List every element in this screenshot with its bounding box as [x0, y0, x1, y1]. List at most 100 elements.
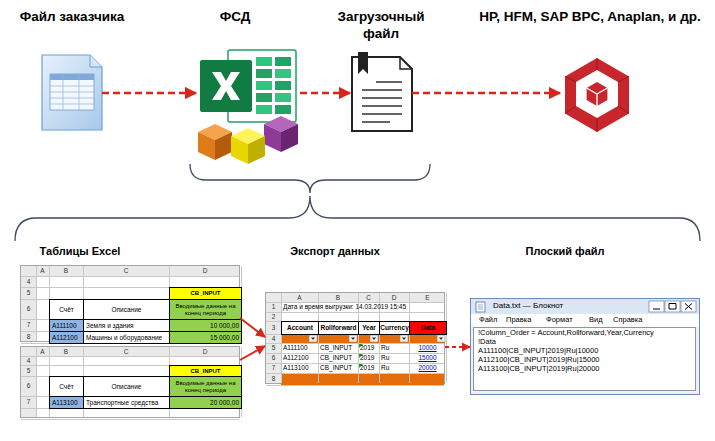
table-cell: A113100 — [281, 363, 318, 373]
flow-arrow — [102, 92, 196, 95]
icon-node: HP, HFM, SAP BPC, Anaplan, и др. — [560, 58, 635, 130]
menu-bar — [471, 314, 699, 327]
row-number: 7 — [21, 319, 36, 331]
section-label: Таблицы Excel — [10, 244, 150, 258]
section-label: Экспорт данных — [265, 244, 405, 258]
table-cell: CB_INPUT — [318, 353, 358, 363]
table-cell: 15 000,00 — [169, 331, 242, 344]
target-system-icon — [565, 58, 629, 132]
filter-button — [349, 335, 357, 342]
column-header-bar — [266, 293, 444, 302]
table-cell: Вводимые данные на конец периода — [169, 299, 242, 320]
window-title: Data.txt — Блокнот — [491, 300, 641, 313]
menu-item: Справка — [611, 314, 655, 327]
icon-node: Файл заказчика — [42, 55, 102, 130]
export-table: ABCDE 12345678 Дата и время выгрузки: 14.0… — [265, 292, 445, 384]
small-brace — [190, 164, 430, 193]
table-cell: Дата и время выгрузки: 14.03.2019 15:45 — [281, 302, 446, 312]
column-letter: C — [83, 266, 169, 276]
row-number: 6 — [21, 299, 36, 319]
flow-arrow — [240, 346, 265, 360]
app-icon — [476, 302, 485, 312]
flow-arrow — [300, 92, 350, 95]
menu-item: Формат — [544, 314, 586, 327]
column-letter: D — [169, 347, 241, 356]
filter-arrow — [351, 338, 355, 341]
table-cell: 15000 — [409, 353, 446, 363]
table-cell: A112100 — [281, 353, 318, 363]
table-cell: Ru — [379, 363, 409, 373]
filter-arrow — [402, 338, 406, 341]
large-brace — [15, 196, 700, 241]
row-number: 5 — [266, 343, 281, 353]
table-cell: 10000 — [409, 343, 446, 353]
sheet-grid — [266, 303, 444, 386]
flow-arrow — [240, 318, 265, 337]
filter-button — [437, 335, 445, 342]
window-button — [665, 301, 680, 312]
table-cell: Счёт — [49, 299, 84, 320]
flow-arrow — [412, 92, 560, 95]
column-letter: D — [379, 293, 409, 302]
table-cell: Rollforward — [318, 321, 359, 335]
notepad-window: Data.txt — БлокнотФайлПравкаФорматВидСпр… — [470, 298, 700, 395]
table-cell: Year — [358, 321, 380, 335]
row-header-bar — [21, 266, 36, 341]
column-letter: B — [318, 293, 358, 302]
file-line: A113100|CB_INPUT|2019|Ru|20000 — [476, 365, 698, 374]
row-number: 5 — [21, 287, 36, 299]
filter-button — [370, 335, 378, 342]
table-cell: 2019 — [358, 363, 379, 373]
row-number: 4 — [21, 276, 36, 287]
table-cell: A113100 — [49, 396, 84, 409]
row-header-bar — [266, 293, 281, 383]
row-number: 3 — [266, 321, 281, 334]
table-cell: Счёт — [49, 376, 84, 397]
row-number: 8 — [21, 331, 36, 343]
row-number: 6 — [21, 376, 36, 396]
filter-button — [400, 335, 408, 342]
file-line: !Column_Order = Account,Rollforward,Year… — [476, 329, 698, 338]
table-cell: Вводимые данные на конец периода — [169, 376, 242, 397]
row-number: 4 — [266, 334, 281, 343]
table-cell: Описание — [83, 376, 170, 397]
row-number: 1 — [266, 302, 281, 312]
menu-item: Файл — [477, 314, 503, 327]
column-letter: B — [49, 347, 83, 356]
column-letter: A — [281, 293, 318, 302]
title-bar — [471, 299, 699, 314]
row-number: 7 — [266, 363, 281, 373]
table-cell: A112100 — [49, 331, 84, 344]
column-letter: C — [358, 293, 379, 302]
column-letter: A — [36, 266, 49, 276]
orange-band — [281, 334, 444, 343]
menu-item: Правка — [504, 314, 542, 327]
filter-button — [309, 335, 317, 342]
sheet-grid — [37, 347, 242, 417]
row-number: 8 — [266, 373, 281, 385]
table-cell: Ru — [379, 353, 409, 363]
icon-node: Загрузочный файл — [350, 55, 412, 133]
column-letter: A — [36, 347, 49, 356]
filter-arrow — [372, 338, 376, 341]
filter-arrow — [311, 338, 315, 341]
excel-icon — [200, 50, 296, 122]
row-number: 2 — [266, 312, 281, 321]
column-letter: E — [409, 293, 446, 302]
node-caption: ФСД — [175, 9, 295, 27]
window-button-glyph — [685, 304, 692, 310]
row-header-bar — [21, 347, 36, 417]
table-cell: Транспортные средства — [83, 396, 170, 409]
sheet-grid — [282, 293, 447, 383]
file-line: A111100|CB_INPUT|2019|Ru|10000 — [476, 347, 698, 356]
table-cell: Account — [281, 321, 319, 335]
row-number: 6 — [266, 353, 281, 363]
file-line: A112100|CB_INPUT|2019|Ru|15000 — [476, 356, 698, 365]
spreadsheet-table: ABCD45678CB_INPUTСчётОписаниеВводимые да… — [20, 265, 240, 342]
icon-node: ФСД — [196, 45, 300, 163]
column-letter: D — [169, 266, 241, 276]
column-letter: B — [49, 266, 83, 276]
row-number: 7 — [21, 396, 36, 408]
table-cell: Currency — [379, 321, 410, 335]
